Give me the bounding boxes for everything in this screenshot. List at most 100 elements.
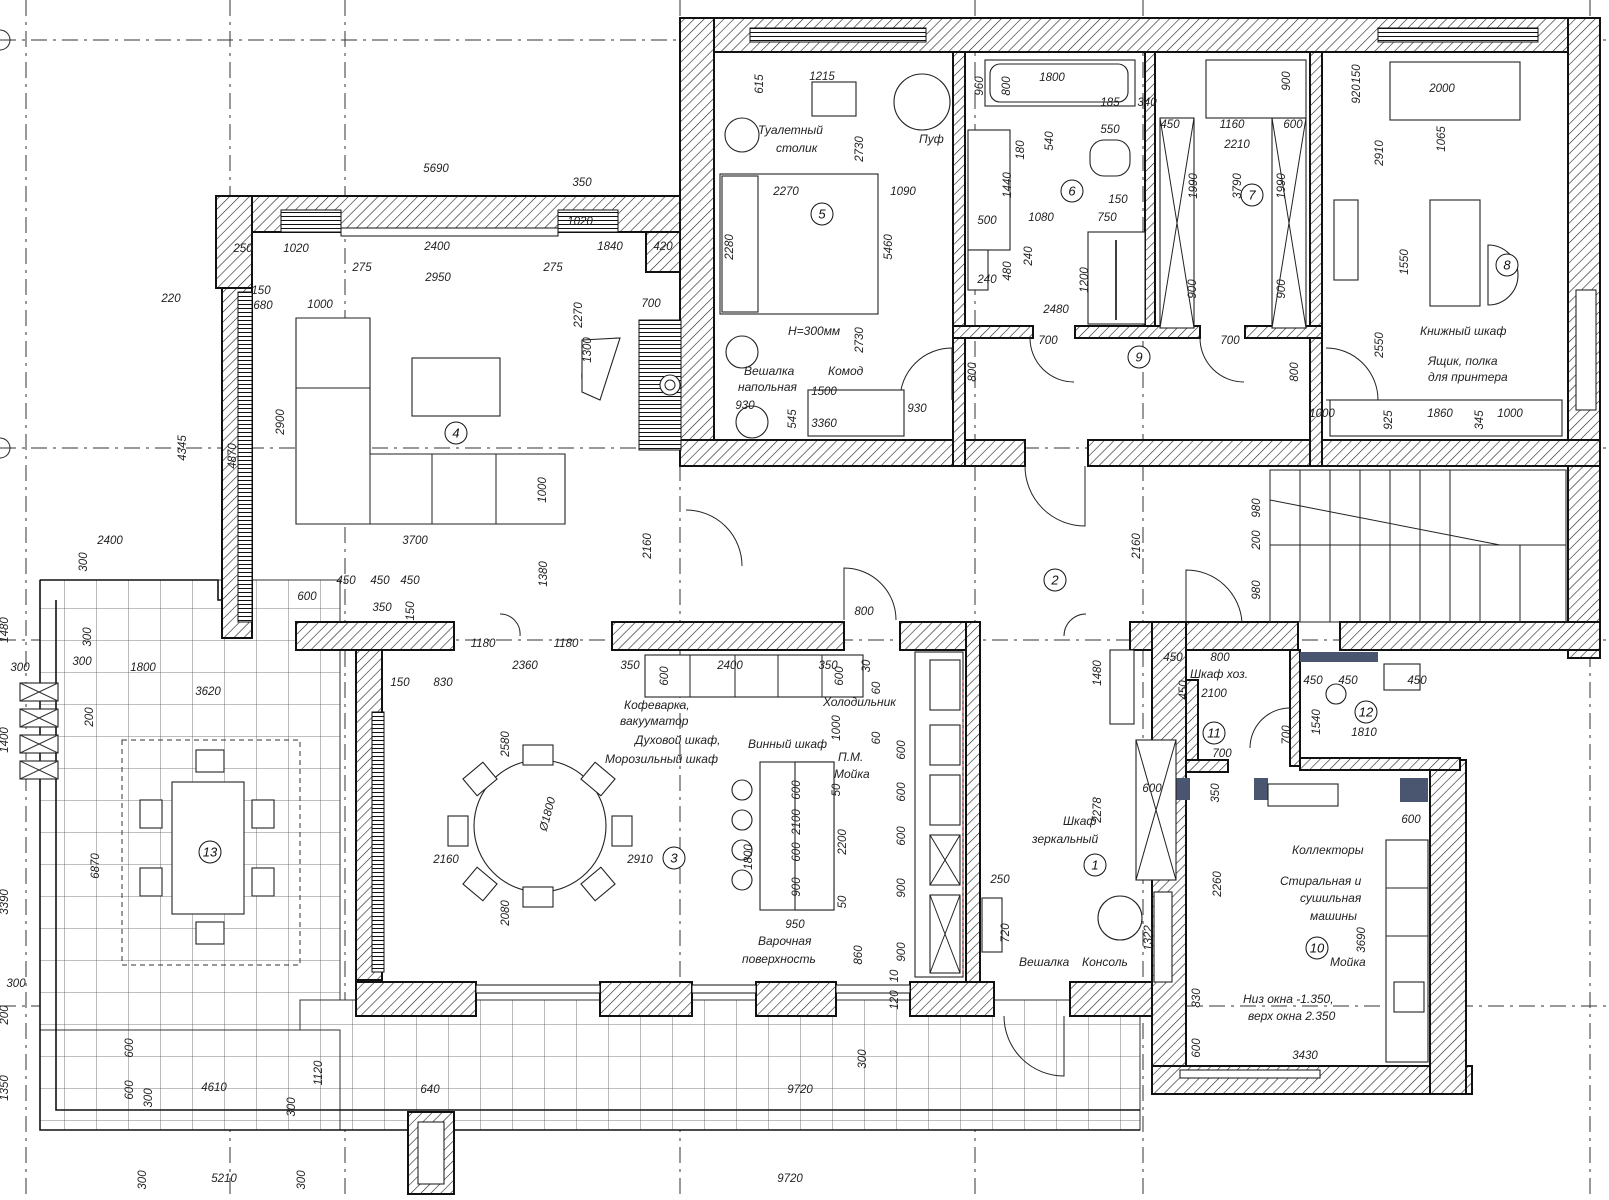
dimension-d69: 600 — [896, 782, 908, 802]
dimension-d96: 1550 — [1399, 249, 1411, 275]
dimension-d166: 300 — [6, 978, 26, 990]
dimension-d171: 4610 — [201, 1082, 227, 1094]
room-number-text: 6 — [1068, 184, 1076, 199]
dimension-d136: 800 — [1210, 652, 1230, 664]
dimension-d37: 3700 — [402, 535, 428, 547]
dimension-d23: 5460 — [883, 234, 895, 260]
dimension-d77: 900 — [896, 878, 908, 898]
dimension-d97: 1065 — [1436, 126, 1448, 152]
dimension-d161: 1480 — [0, 617, 11, 643]
dimension-d70: 600 — [791, 780, 803, 800]
dimension-d10: 275 — [542, 262, 563, 274]
dimension-d177: 1350 — [0, 1075, 11, 1101]
plan-label-l28: сушильная — [1300, 891, 1362, 905]
dimension-d42: 300 — [78, 552, 90, 572]
dimension-d94: 1000 — [1497, 408, 1523, 420]
dimension-d127: 240 — [1023, 246, 1035, 267]
dimension-d181: 9720 — [777, 1173, 803, 1185]
dimension-d165: 3390 — [0, 889, 11, 915]
dimension-d158: 300 — [82, 627, 94, 647]
dimension-d143: 1540 — [1311, 709, 1323, 735]
plan-label-l4: H=300мм — [788, 324, 840, 338]
plan-label-l30: Мойка — [1330, 955, 1366, 969]
dimension-d54: 600 — [659, 666, 671, 686]
dimension-d173: 300 — [286, 1097, 298, 1117]
dimension-d63: 2910 — [626, 854, 653, 866]
dimension-d74: 2200 — [837, 829, 849, 856]
plan-label-l14: Морозильный шкаф — [605, 752, 718, 766]
dimension-d151: 830 — [1191, 988, 1203, 1008]
dimension-d22: 2280 — [724, 234, 736, 261]
dimension-d44: 450 — [370, 575, 390, 587]
dimension-d92: 1860 — [1427, 408, 1453, 420]
dimension-d99: 920 — [1351, 84, 1363, 104]
dimension-d55: 2400 — [716, 660, 743, 672]
plan-label-l20: зеркальный — [1031, 832, 1099, 846]
dimension-d30: 800 — [967, 362, 979, 382]
dimension-d135: 980 — [1251, 580, 1263, 600]
dimension-d103: 3790 — [1232, 173, 1244, 199]
dimension-d125: 1080 — [1028, 212, 1054, 224]
dimension-d7: 420 — [653, 241, 673, 253]
dimension-d116: 960 — [974, 76, 986, 96]
dimension-d66: 60 — [871, 731, 883, 744]
dimension-d170: 300 — [143, 1088, 155, 1108]
dimension-d141: 450 — [1338, 675, 1358, 687]
dimension-d87: 600 — [1142, 783, 1162, 795]
windows — [237, 27, 1597, 1079]
dimension-d180: 300 — [296, 1170, 308, 1190]
dimension-d100: 150 — [1351, 64, 1363, 84]
plan-label-l27: Стиральная и — [1280, 874, 1362, 888]
dimension-d53: 350 — [620, 660, 640, 672]
dimension-d98: 2910 — [1374, 140, 1386, 167]
dimension-d29: 930 — [907, 403, 927, 415]
plan-label-l1: Туалетный — [758, 123, 823, 137]
dimension-d154: 300 — [10, 662, 30, 674]
room-number-text: 3 — [670, 851, 678, 866]
dimension-d179: 5210 — [211, 1173, 237, 1185]
dimension-d36: 1000 — [537, 477, 549, 503]
dimension-d140: 450 — [1303, 675, 1323, 687]
room-number-text: 13 — [203, 845, 218, 860]
room-number-9: 9 — [1127, 345, 1151, 369]
dimension-d1: 5690 — [423, 163, 449, 175]
plan-label-l8: Книжный шкаф — [1420, 324, 1506, 338]
dimension-d33: 4870 — [227, 443, 239, 469]
dimension-d18: 615 — [754, 74, 766, 94]
plan-label-l29: машины — [1310, 909, 1357, 923]
furniture — [139, 59, 1563, 1063]
dimension-d81: 900 — [896, 942, 908, 962]
dimension-d174: 640 — [420, 1084, 440, 1096]
staircase — [1269, 469, 1567, 623]
dimension-d84: 250 — [989, 874, 1010, 886]
room-number-5: 5 — [810, 202, 834, 226]
dimension-d101: 2000 — [1428, 83, 1455, 95]
dimension-d49: 800 — [854, 606, 874, 618]
dimension-d40: 2160 — [1131, 533, 1143, 560]
plan-label-l7: Комод — [828, 364, 864, 378]
dimension-d109: 600 — [1283, 119, 1303, 131]
dimension-d80: 860 — [853, 945, 865, 965]
room-labels: ТуалетныйстоликПуфH=300ммВешалканапольна… — [605, 123, 1508, 1023]
dimension-d168: 600 — [124, 1038, 136, 1058]
dimension-d169: 600 — [124, 1080, 136, 1100]
dimension-d115: 1800 — [1039, 72, 1065, 84]
dimension-d129: 240 — [976, 274, 997, 286]
dimension-d27: 3360 — [811, 418, 837, 430]
dimension-d14: 220 — [160, 293, 181, 305]
dimension-d50: 1180 — [471, 638, 496, 650]
dimension-d114: 800 — [1289, 362, 1301, 382]
dimension-d60: 2580 — [500, 731, 512, 758]
dimension-d106: 2210 — [1223, 139, 1250, 151]
dimension-d150: 3690 — [1356, 927, 1368, 953]
room-number-6: 6 — [1060, 179, 1084, 203]
dimension-d149: 2260 — [1212, 871, 1224, 898]
plan-label-l5: Вешалка — [744, 364, 795, 378]
dimension-d24: 2730 — [854, 327, 866, 354]
dimension-d39: 1380 — [538, 561, 550, 587]
dimension-d147: 350 — [1210, 783, 1222, 803]
dimension-d142: 450 — [1407, 675, 1427, 687]
dimension-d117: 800 — [1001, 76, 1013, 96]
dimension-d102: 900 — [1281, 71, 1293, 91]
